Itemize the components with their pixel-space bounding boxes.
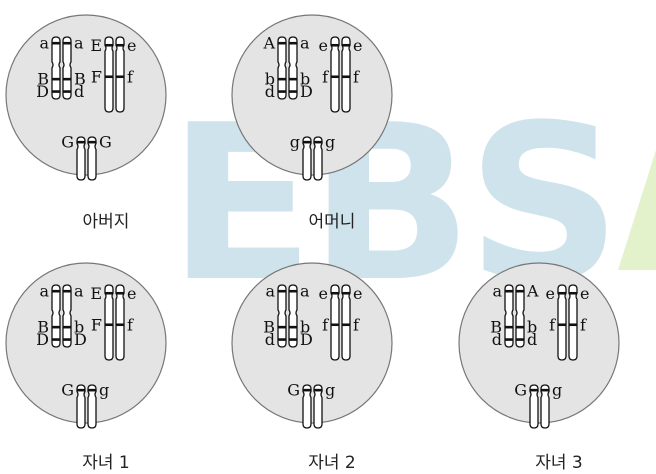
allele-label: g	[325, 133, 335, 152]
allele-label: d	[265, 82, 275, 101]
allele-label: a	[39, 34, 49, 53]
chromatid	[278, 37, 286, 99]
allele-label: F	[91, 67, 102, 86]
chromatid	[278, 285, 286, 347]
cell-caption: 어머니	[262, 212, 402, 232]
allele-label: g	[552, 381, 562, 400]
allele-label: D	[300, 330, 313, 349]
allele-label: e	[319, 36, 328, 55]
watermark-leaf	[618, 150, 656, 270]
chromatid	[331, 285, 339, 360]
allele-label: A	[526, 282, 539, 301]
allele-label: G	[99, 133, 112, 152]
allele-label: a	[74, 282, 84, 301]
allele-label: d	[527, 330, 537, 349]
chromatid	[116, 37, 124, 112]
allele-label: d	[74, 82, 84, 101]
cell-caption: 자녀 3	[489, 453, 629, 473]
allele-label: D	[36, 82, 49, 101]
allele-label: D	[74, 330, 87, 349]
allele-label: a	[300, 34, 310, 53]
cell-5: aBdAbdefefGg	[459, 263, 619, 428]
chromatid	[105, 37, 113, 112]
allele-label: e	[353, 36, 362, 55]
cell-body	[6, 15, 166, 175]
allele-label: G	[287, 381, 300, 400]
chromatid	[63, 37, 71, 99]
allele-label: E	[90, 36, 102, 55]
cell-caption: 아버지	[36, 212, 176, 232]
allele-label: D	[36, 330, 49, 349]
chromatid	[52, 37, 60, 99]
chromatid	[516, 285, 524, 347]
chromatid	[289, 37, 297, 99]
allele-label: E	[90, 284, 102, 303]
allele-label: G	[514, 381, 527, 400]
allele-label: e	[580, 284, 589, 303]
chromatid	[569, 285, 577, 360]
chromatid	[342, 37, 350, 112]
allele-label: A	[262, 34, 275, 53]
chromatid	[558, 285, 566, 360]
chromatid	[342, 285, 350, 360]
allele-label: d	[492, 330, 502, 349]
allele-label: F	[91, 315, 102, 334]
allele-label: e	[546, 284, 555, 303]
allele-label: a	[74, 34, 84, 53]
allele-label: a	[300, 282, 310, 301]
allele-label: D	[300, 82, 313, 101]
chromatid	[63, 285, 71, 347]
allele-label: g	[325, 381, 335, 400]
chromatid	[289, 285, 297, 347]
chromatid	[505, 285, 513, 347]
allele-label: e	[127, 36, 136, 55]
allele-label: a	[265, 282, 275, 301]
allele-label: G	[61, 133, 74, 152]
chromatid	[116, 285, 124, 360]
chromatid	[52, 285, 60, 347]
allele-label: g	[99, 381, 109, 400]
allele-label: g	[290, 133, 300, 152]
allele-label: a	[39, 282, 49, 301]
allele-label: a	[492, 282, 502, 301]
allele-label: e	[353, 284, 362, 303]
cell-caption: 자녀 1	[36, 453, 176, 473]
allele-label: d	[265, 330, 275, 349]
allele-label: e	[127, 284, 136, 303]
cell-caption: 자녀 2	[262, 453, 402, 473]
chromatid	[331, 37, 339, 112]
allele-label: G	[61, 381, 74, 400]
chromatid	[105, 285, 113, 360]
cell-body	[459, 263, 619, 423]
allele-label: e	[319, 284, 328, 303]
